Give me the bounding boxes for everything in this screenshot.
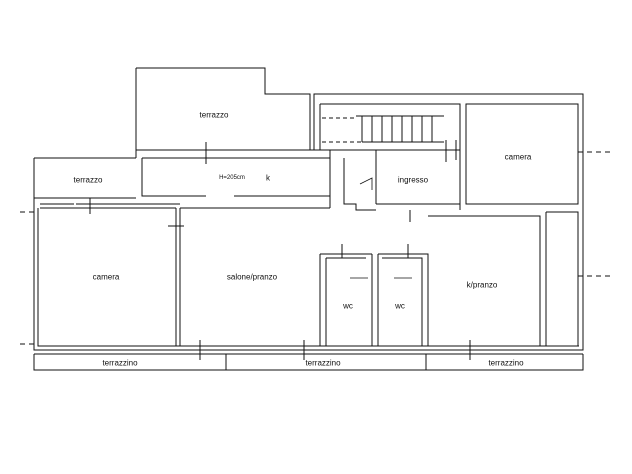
room-label-terrazzino-1: terrazzino [102, 358, 138, 368]
room-label-terrazzino-3: terrazzino [488, 358, 524, 368]
room-label-terrazzo-left: terrazzo [73, 175, 103, 185]
window-marks [76, 140, 478, 360]
room-label-terrazzino-2: terrazzino [305, 358, 341, 368]
room-label-kpranzo: k/pranzo [466, 280, 498, 290]
kitchen-height-note: H=205cm [219, 175, 245, 181]
room-label-camera-left: camera [92, 272, 120, 282]
room-label-kitchen: k [266, 173, 270, 183]
room-label-wc-2: wc [395, 301, 405, 311]
room-label-camera-right: camera [504, 152, 532, 162]
room-label-ingresso: ingresso [397, 175, 429, 185]
walls [20, 67, 614, 371]
room-label-terrazzo-top: terrazzo [199, 110, 229, 120]
room-label-wc-1: wc [343, 301, 353, 311]
door-arcs [350, 177, 412, 279]
room-label-salone: salone/pranzo [226, 272, 278, 282]
